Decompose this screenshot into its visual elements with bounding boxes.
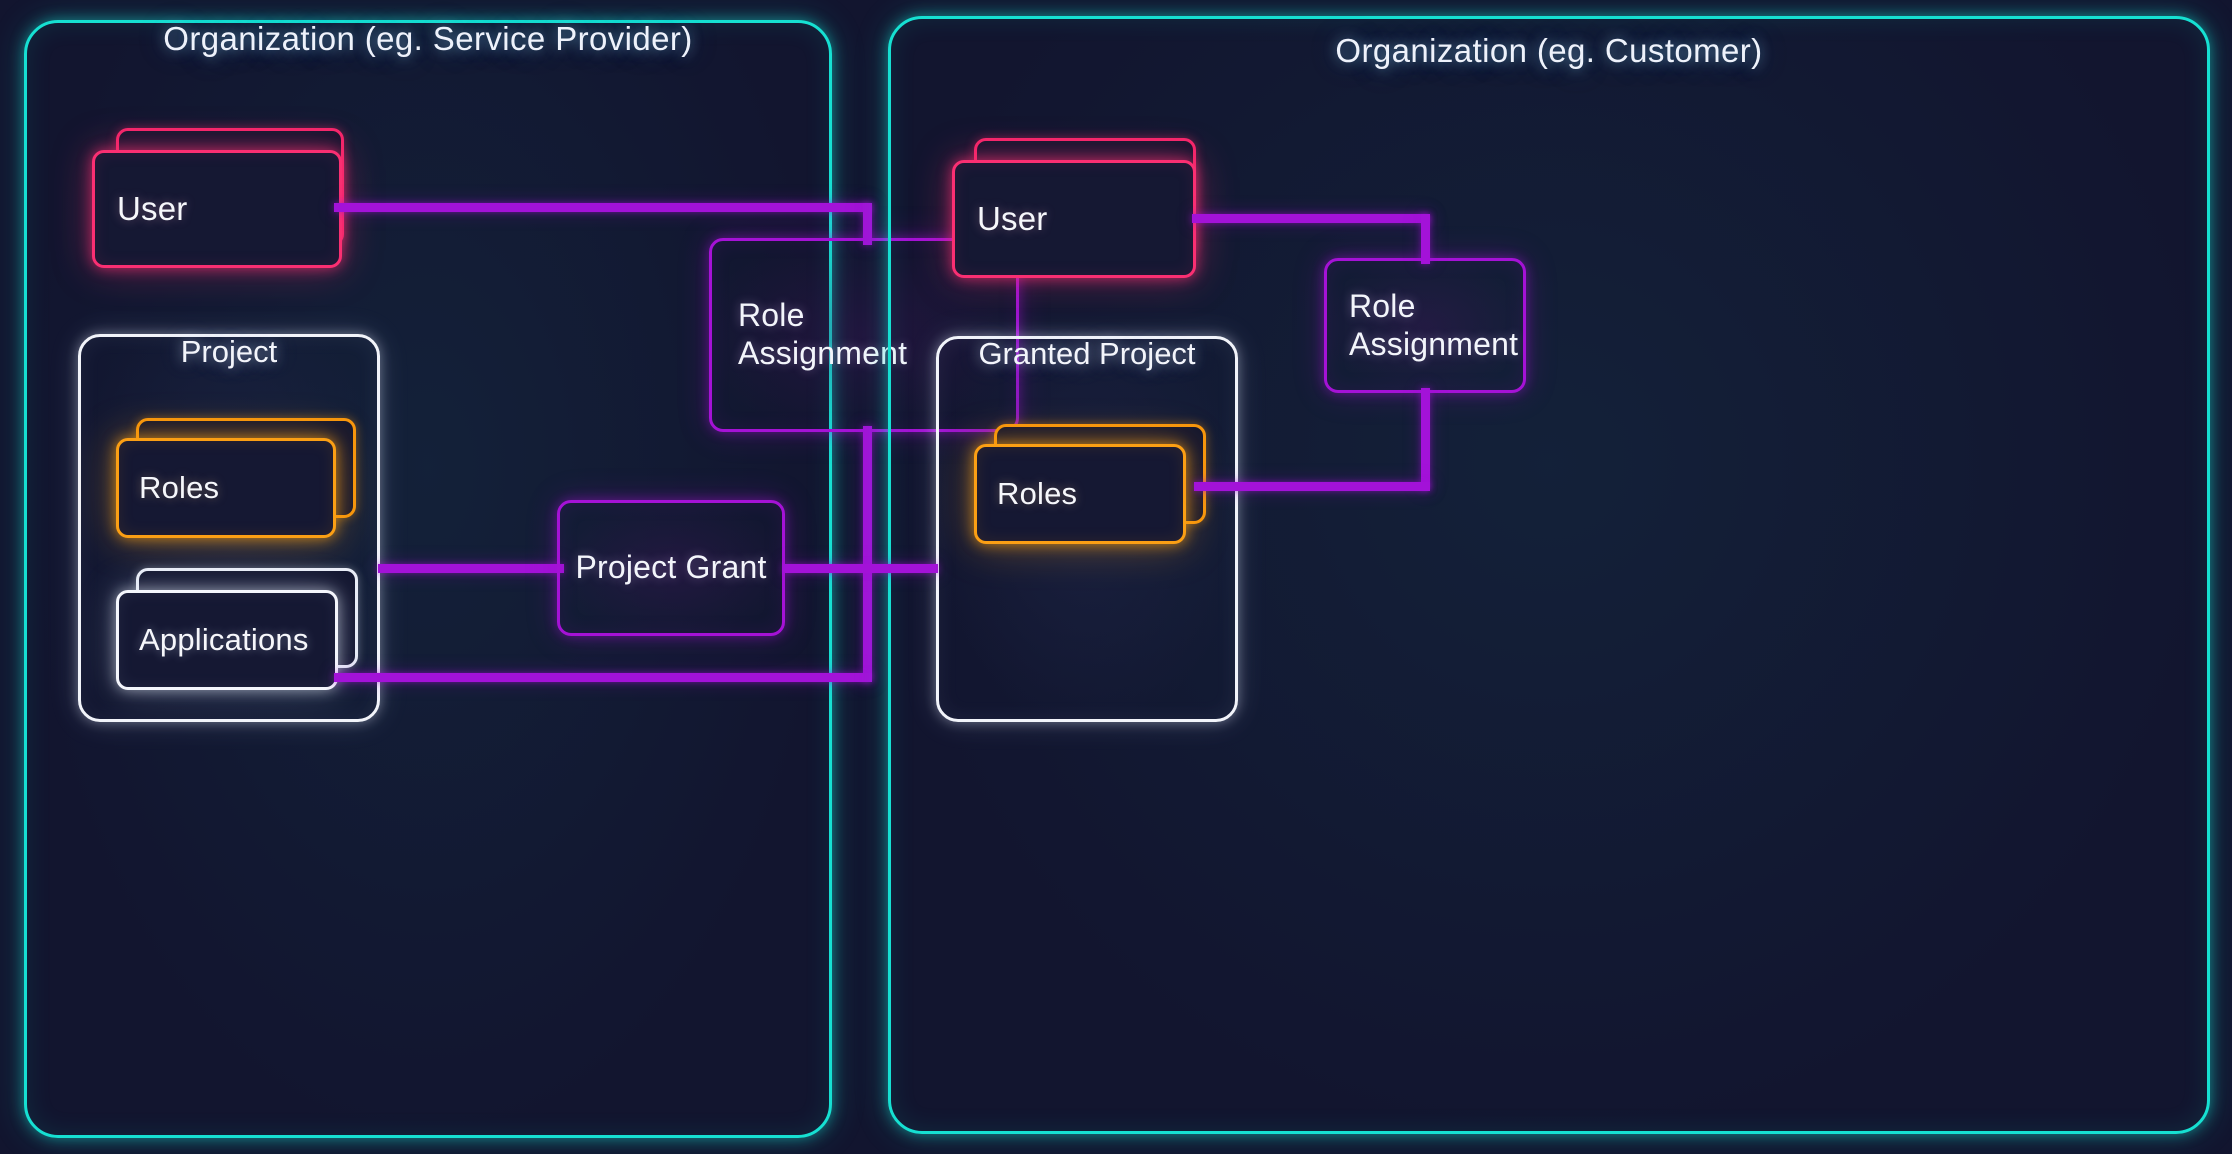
- wire-sp-user-to-role-assignment-h: [334, 203, 872, 212]
- wire-cust-role-assignment-to-roles-h: [1194, 482, 1430, 491]
- customer-user-label: User: [977, 200, 1048, 237]
- wire-cust-user-to-role-assignment-h: [1192, 214, 1430, 223]
- service-provider-role-assignment-label: Role Assignment: [738, 297, 908, 371]
- wire-sp-project-to-project-grant: [378, 564, 564, 573]
- customer-roles-label: Roles: [997, 476, 1078, 511]
- wire-project-grant-to-granted-project: [783, 564, 938, 573]
- service-provider-project-title: Project: [180, 334, 278, 369]
- customer-roles-card-front-layer[interactable]: Roles: [974, 444, 1186, 544]
- wire-sp-role-assignment-to-roles-h: [334, 673, 872, 682]
- service-provider-roles-card[interactable]: Roles: [116, 418, 356, 538]
- wire-sp-role-assignment-to-roles-v: [863, 426, 872, 682]
- customer-role-assignment-node[interactable]: Role Assignment: [1324, 258, 1526, 393]
- user-card-front-layer[interactable]: User: [92, 150, 342, 268]
- customer-roles-card[interactable]: Roles: [974, 424, 1206, 544]
- service-provider-user-card[interactable]: User: [92, 128, 360, 268]
- wire-cust-user-to-role-assignment-v: [1421, 214, 1430, 264]
- customer-role-assignment-label: Role Assignment: [1349, 287, 1519, 362]
- organization-customer-title: Organization (eg. Customer): [1335, 32, 1763, 69]
- service-provider-user-label: User: [117, 190, 188, 227]
- project-grant-label: Project Grant: [575, 549, 767, 586]
- roles-card-front-layer[interactable]: Roles: [116, 438, 336, 538]
- service-provider-applications-card[interactable]: Applications: [116, 568, 358, 690]
- wire-cust-role-assignment-to-roles-v: [1421, 388, 1430, 490]
- wire-sp-user-to-role-assignment-v: [863, 203, 872, 245]
- customer-granted-project-title: Granted Project: [978, 336, 1196, 371]
- customer-user-card[interactable]: User: [952, 138, 1214, 278]
- service-provider-applications-label: Applications: [139, 622, 309, 657]
- applications-card-front-layer[interactable]: Applications: [116, 590, 338, 690]
- service-provider-roles-label: Roles: [139, 470, 220, 505]
- customer-user-card-front-layer[interactable]: User: [952, 160, 1196, 278]
- organization-service-provider-title: Organization (eg. Service Provider): [163, 20, 693, 57]
- project-grant-node[interactable]: Project Grant: [557, 500, 785, 636]
